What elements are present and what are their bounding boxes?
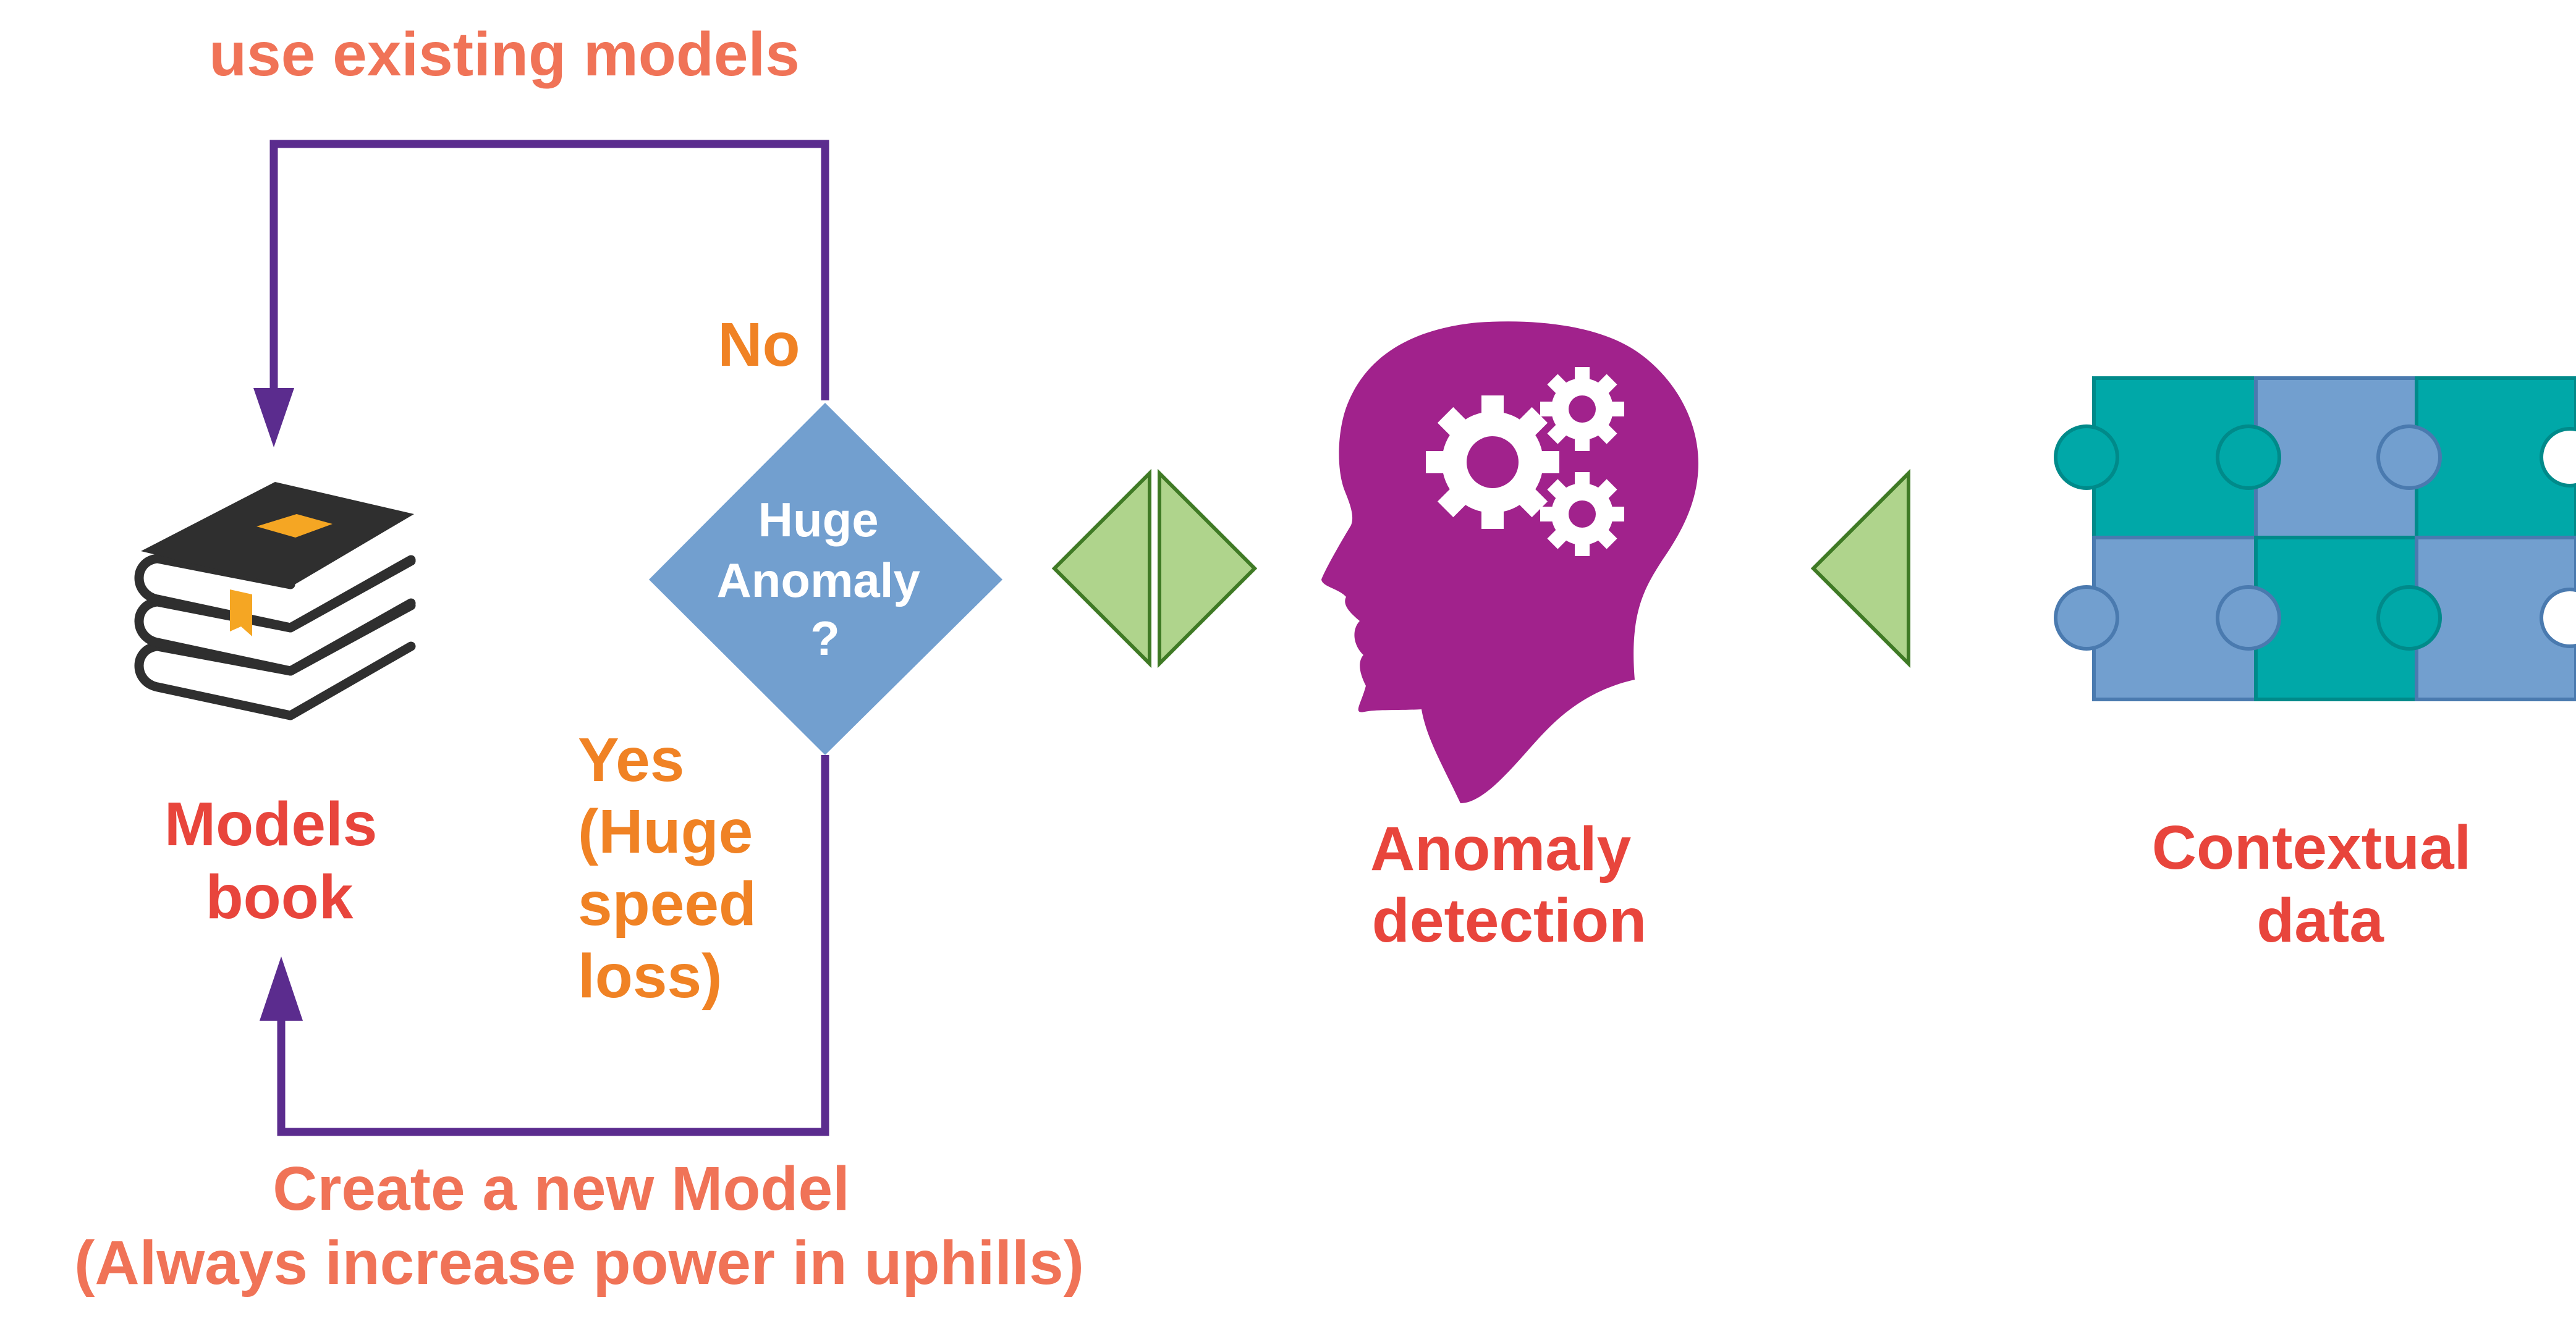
anomaly-detection-label: Anomaly detection bbox=[1370, 814, 1648, 955]
puzzle-knob-5 bbox=[2376, 424, 2442, 490]
models-book-label: Models book bbox=[164, 790, 394, 932]
decision-label-line1: Huge bbox=[758, 492, 879, 547]
yes-label: Yes (Huge speed loss) bbox=[578, 725, 774, 1011]
puzzle-knob-4 bbox=[2216, 585, 2281, 651]
triangle-pointing-left bbox=[1810, 468, 1910, 669]
books-icon bbox=[134, 482, 416, 720]
contextual-data-label-line1: Contextual bbox=[2152, 813, 2472, 882]
gear-large-icon bbox=[1426, 395, 1559, 529]
triangle-left-pointing bbox=[1051, 468, 1151, 669]
models-book-label-line1: Models bbox=[164, 790, 377, 859]
decision-label-line2: Anomaly bbox=[716, 553, 920, 607]
yes-branch-line bbox=[277, 755, 829, 1136]
create-new-model-label: Create a new Model (Always increase powe… bbox=[74, 1154, 1084, 1298]
puzzle-icon bbox=[2054, 376, 2576, 701]
puzzle-knob-6 bbox=[2376, 585, 2442, 651]
puzzle-hole-1 bbox=[2540, 427, 2576, 487]
bidirectional-triangles bbox=[1051, 468, 1258, 669]
gear-small-bottom-icon bbox=[1540, 472, 1624, 556]
decision-diamond bbox=[649, 403, 1002, 755]
triangle-right-pointing bbox=[1158, 468, 1258, 669]
no-branch-line bbox=[269, 140, 829, 400]
arrow-to-book-bottom bbox=[260, 956, 303, 1021]
arrow-to-book-top bbox=[253, 388, 294, 447]
no-label: No bbox=[718, 310, 800, 379]
book-top bbox=[134, 554, 416, 633]
decision-label: Huge Anomaly ? bbox=[716, 492, 933, 665]
anomaly-detection-label-line2: detection bbox=[1372, 886, 1646, 955]
yes-label-line1: Yes bbox=[578, 725, 684, 795]
contextual-data-label-line2: data bbox=[2256, 886, 2384, 955]
puzzle-knob-3 bbox=[2216, 424, 2281, 490]
contextual-data-label: Contextual data bbox=[2152, 813, 2489, 955]
puzzle-knob-2 bbox=[2054, 585, 2119, 651]
gear-small-top-icon bbox=[1540, 367, 1624, 451]
create-new-model-label-line1: Create a new Model bbox=[273, 1154, 850, 1223]
head-gears-icon bbox=[1321, 321, 1698, 803]
head-silhouette bbox=[1321, 321, 1698, 803]
book-cover-label bbox=[256, 514, 333, 538]
anomaly-detection-label-line1: Anomaly bbox=[1370, 814, 1632, 884]
create-new-model-label-line2: (Always increase power in uphills) bbox=[74, 1228, 1084, 1298]
puzzle-hole-2 bbox=[2540, 588, 2576, 648]
use-existing-models-label: use existing models bbox=[209, 20, 800, 89]
book-cover bbox=[141, 482, 414, 587]
puzzle-knob-1 bbox=[2054, 424, 2119, 490]
yes-label-line3: speed bbox=[578, 869, 756, 939]
yes-label-line4: loss) bbox=[578, 942, 722, 1011]
flow-lines bbox=[269, 140, 829, 1136]
yes-label-line2: (Huge bbox=[578, 797, 753, 866]
decision-label-line3: ? bbox=[810, 611, 840, 665]
book-bookmark bbox=[230, 589, 252, 636]
models-book-label-line2: book bbox=[206, 863, 354, 932]
